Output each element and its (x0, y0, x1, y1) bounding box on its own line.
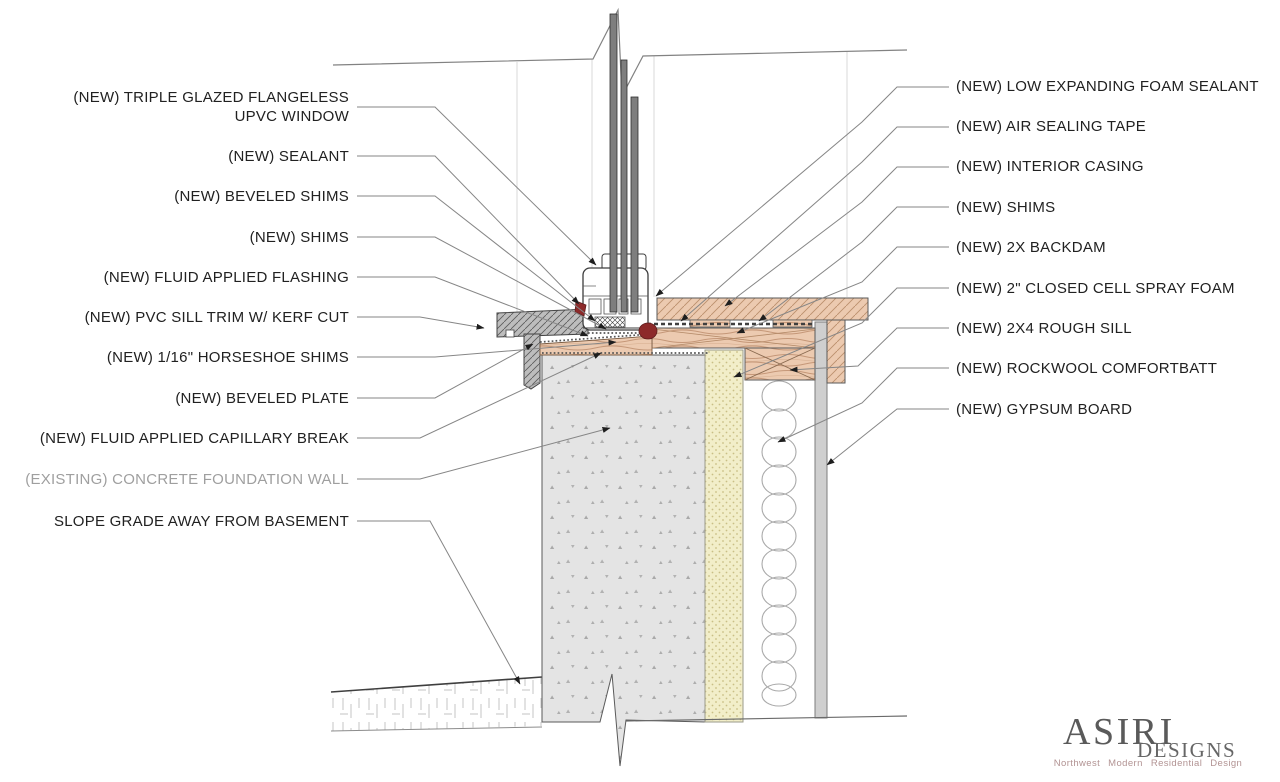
top-break-line (332, 7, 908, 99)
leader-flashing (357, 276, 589, 337)
earth-hatch (331, 677, 542, 731)
leader-backdam (736, 246, 949, 334)
label-beveled-shims: (NEW) BEVELED SHIMS (174, 188, 349, 205)
label-capillary-break: (NEW) FLUID APPLIED CAPILLARY BREAK (40, 430, 349, 447)
leader-rough-sill (789, 327, 949, 373)
label-slope-grade: SLOPE GRADE AWAY FROM BASEMENT (54, 513, 349, 530)
logo-brand-text: ASIRI (1063, 711, 1175, 753)
leader-sealant (357, 155, 580, 305)
label-triple-glazed-window: (NEW) TRIPLE GLAZED FLANGELESS (73, 89, 349, 106)
leader-gypsum (826, 408, 949, 466)
grade-line (330, 676, 543, 693)
leader-slope-grade (357, 520, 521, 685)
gypsum-board (814, 321, 828, 719)
label-air-sealing-tape: (NEW) AIR SEALING TAPE (956, 118, 1146, 135)
leader-air-tape (680, 126, 949, 322)
label-triple-glazed-window-line2: UPVC WINDOW (235, 108, 350, 125)
asiri-designs-logo: ASIRI DESIGNS Northwest Modern Residenti… (1054, 711, 1242, 769)
label-beveled-plate: (NEW) BEVELED PLATE (175, 390, 349, 407)
leader-rockwool (777, 367, 949, 443)
logo-tagline-text: Northwest Modern Residential Design (1054, 758, 1242, 769)
label-pvc-sill-trim: (NEW) PVC SILL TRIM W/ KERF CUT (85, 309, 349, 326)
leader-pvc-trim (357, 316, 485, 330)
leader-beveled-shims (357, 195, 596, 322)
rockwool-batt (761, 380, 797, 707)
concrete-foundation-wall (541, 354, 706, 767)
bottom-cut-line (625, 715, 908, 722)
leader-beveled-plate (357, 343, 534, 399)
glazing-pane (630, 96, 639, 313)
leader-shims-left (357, 236, 607, 330)
label-backdam: (NEW) 2X BACKDAM (956, 239, 1106, 256)
beveled-plate (539, 335, 653, 356)
label-rough-sill: (NEW) 2X4 ROUGH SILL (956, 320, 1132, 337)
beveled-shims-crosshatch (594, 316, 626, 328)
glazing-pane (609, 13, 618, 313)
leader-spray-foam (733, 287, 949, 378)
sealant-blob-right (638, 322, 658, 340)
labels-right: (NEW) LOW EXPANDING FOAM SEALANT (NEW) A… (956, 78, 1259, 418)
label-spray-foam: (NEW) 2" CLOSED CELL SPRAY FOAM (956, 280, 1235, 297)
label-shims-right: (NEW) SHIMS (956, 199, 1055, 216)
label-existing-concrete-wall: (EXISTING) CONCRETE FOUNDATION WALL (25, 471, 349, 488)
label-rockwool: (NEW) ROCKWOOL COMFORTBATT (956, 360, 1217, 377)
pvc-trim-return (523, 333, 541, 390)
logo-suffix-text: DESIGNS (1137, 738, 1236, 762)
leader-horseshoe-shims (357, 339, 617, 358)
leader-foam-sealant (655, 86, 949, 297)
label-foam-sealant: (NEW) LOW EXPANDING FOAM SEALANT (956, 78, 1259, 95)
triple-glazing (609, 13, 639, 313)
glazing-pane (620, 59, 628, 313)
fluid-applied-flashing (539, 332, 653, 343)
shim-blocks (689, 319, 813, 328)
leader-lines-right (655, 86, 949, 466)
label-horseshoe-shims: (NEW) 1/16" HORSESHOE SHIMS (107, 349, 349, 366)
label-shims-left: (NEW) SHIMS (250, 229, 349, 246)
leader-concrete-wall (357, 427, 611, 480)
wall-continuation-lines (516, 52, 848, 312)
rough-sill-blocking (744, 347, 816, 381)
label-sealant: (NEW) SEALANT (228, 148, 349, 165)
label-fluid-applied-flashing: (NEW) FLUID APPLIED FLASHING (104, 269, 349, 286)
casing-apron (826, 319, 846, 384)
labels-left: (NEW) TRIPLE GLAZED FLANGELESS UPVC WIND… (25, 89, 349, 530)
spray-foam-layer (704, 349, 744, 723)
interior-casing (656, 297, 869, 321)
leader-lines-left (357, 106, 617, 685)
leader-interior-casing (724, 166, 949, 307)
pvc-sill-trim (496, 308, 589, 338)
leader-window (357, 106, 597, 266)
leader-shims-right (758, 206, 949, 322)
label-interior-casing: (NEW) INTERIOR CASING (956, 158, 1144, 175)
label-gypsum-board: (NEW) GYPSUM BOARD (956, 401, 1132, 418)
earth-bottom-line (330, 726, 543, 732)
kerf-cut-notch (505, 329, 515, 338)
leader-capillary-break (357, 352, 602, 439)
rough-sill (651, 327, 816, 349)
